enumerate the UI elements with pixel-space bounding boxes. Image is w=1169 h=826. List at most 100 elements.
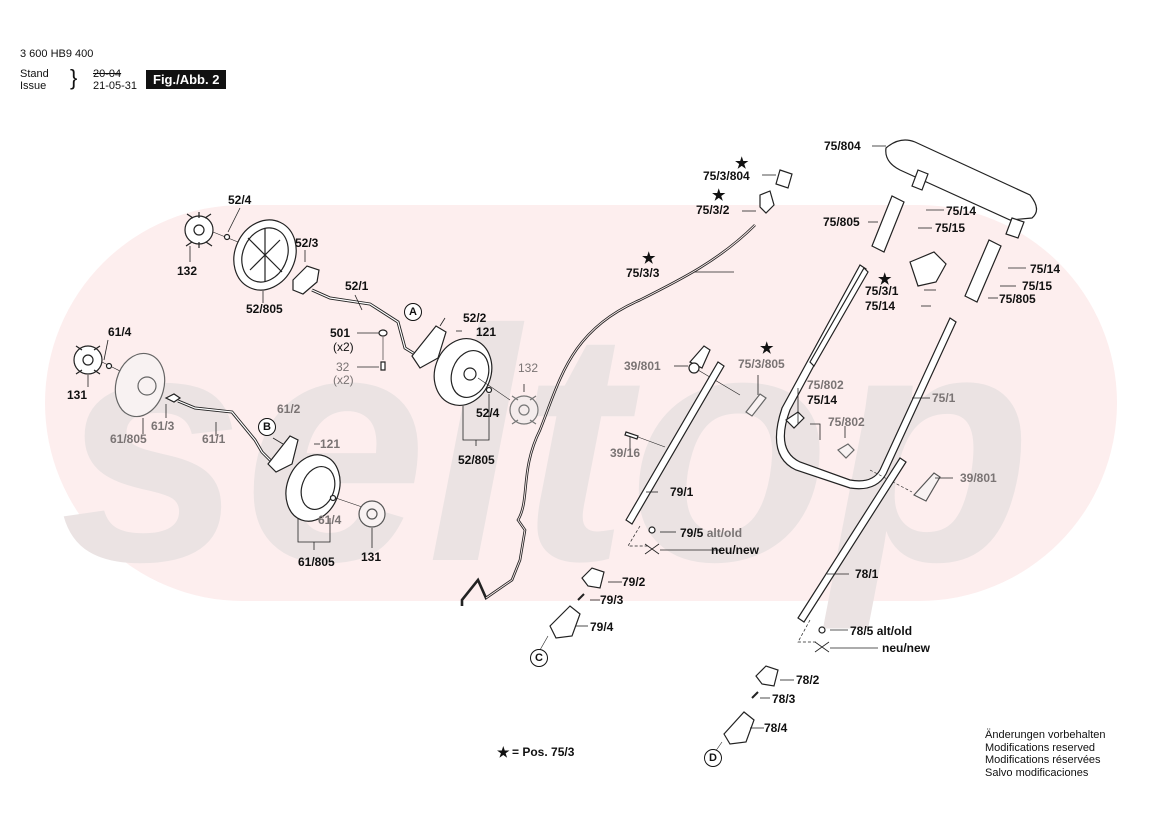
wheel-52-805-top — [233, 219, 297, 291]
label-79-4: 79/4 — [590, 620, 614, 634]
label-132-top: 132 — [177, 264, 198, 278]
part-75-3-1 — [909, 251, 947, 287]
label-39-801-left: 39/801 — [624, 359, 661, 373]
marker-a: A — [404, 303, 422, 321]
label-52-805-right: 52/805 — [458, 453, 495, 467]
label-501: 501 — [330, 326, 351, 340]
label-78-5-number: 78/5 — [850, 624, 874, 638]
label-75-15-a: 75/15 — [935, 221, 966, 235]
label-132-right: 132 — [518, 361, 539, 375]
star-icon: ★ — [712, 187, 726, 204]
label-61-4-left: 61/4 — [108, 325, 132, 339]
label-75-804: 75/804 — [824, 139, 861, 153]
tube-79-1 — [625, 361, 725, 525]
label-52-805-top: 52/805 — [246, 302, 283, 316]
label-75-14-b: 75/14 — [865, 299, 896, 313]
label-75-3-805: 75/3/805 — [738, 357, 785, 371]
label-61-3: 61/3 — [151, 419, 175, 433]
bracket-52-3 — [292, 265, 320, 295]
footnote-text: = Pos. 75/3 — [512, 745, 575, 759]
marker-b: B — [258, 418, 276, 436]
label-39-801-right: 39/801 — [960, 472, 997, 485]
star-icon: ★ — [760, 340, 774, 357]
label-61-1: 61/1 — [202, 432, 226, 446]
screw-32 — [380, 361, 386, 371]
label-79-3: 79/3 — [600, 593, 624, 607]
tube-78-1 — [797, 457, 907, 623]
brace-icon: } — [70, 65, 78, 90]
label-78-5: 78/5 alt/old — [850, 625, 912, 638]
label-75-3-1: 75/3/1 — [865, 284, 899, 298]
leader-lines — [87, 145, 1026, 729]
wheel-52-805-right — [433, 338, 493, 406]
pin-39-16 — [624, 431, 639, 440]
label-75-805-a: 75/805 — [823, 215, 860, 229]
label-78-3: 78/3 — [772, 692, 796, 706]
label-79-1: 79/1 — [670, 485, 694, 499]
axle-61-1 — [177, 399, 274, 464]
sleeve-75-805-b — [964, 239, 1002, 303]
label-79-5-number: 79/5 — [680, 526, 704, 540]
label-52-3: 52/3 — [295, 236, 319, 250]
handle-75-1 — [775, 264, 957, 490]
lever-39-801-right — [913, 472, 941, 502]
dashed-guide-78 — [797, 619, 818, 643]
axle-52-1 — [311, 288, 419, 358]
label-61-4-right: 61/4 — [318, 513, 342, 527]
figure-badge: Fig./Abb. 2 — [146, 70, 227, 89]
label-78-4: 78/4 — [764, 721, 788, 735]
label-61-805-right: 61/805 — [298, 555, 335, 569]
label-32: 32 — [336, 360, 350, 374]
part-61-3 — [164, 393, 182, 403]
dashed-guide-79 — [627, 525, 648, 547]
label-52-2: 52/2 — [463, 311, 487, 325]
hub-cap-131-left — [73, 345, 103, 375]
issue-date: 21-05-31 — [93, 80, 137, 92]
label-121-top: 121 — [476, 325, 497, 339]
part-number: 3 600 HB9 400 — [20, 48, 94, 60]
label-alt-old-2: alt/old — [876, 624, 913, 638]
label-75-805-b: 75/805 — [999, 292, 1036, 306]
washer-52-4 — [223, 233, 231, 241]
part-75-3-2 — [759, 190, 775, 214]
label-75-14-a: 75/14 — [946, 204, 977, 218]
sleeve-75-805-a — [871, 195, 905, 253]
disclaimer-es: Salvo modificaciones — [985, 766, 1089, 779]
disclaimer-en: Modifications reserved — [985, 741, 1096, 754]
disclaimer-fr: Modifications réservées — [985, 754, 1101, 766]
label-78-1: 78/1 — [855, 567, 879, 581]
label-121-bottom: 121 — [320, 437, 341, 451]
star-icon: ★ — [878, 271, 892, 288]
label-75-14-c: 75/14 — [1030, 262, 1061, 276]
label-75-3-2: 75/3/2 — [696, 203, 730, 217]
watermark-letters: seltop — [60, 261, 1032, 632]
hub-cap-132-top — [184, 212, 214, 248]
bracket-61-2 — [267, 435, 299, 473]
footnote-star-icon: ★ — [497, 744, 510, 760]
star-icon: ★ — [642, 250, 656, 267]
label-131-right: 131 — [361, 550, 382, 564]
clip-75-802-b — [837, 443, 855, 459]
label-32-qty: (x2) — [333, 373, 354, 387]
hub-cap-132-right — [509, 395, 539, 425]
wheel-61-805-left — [114, 352, 166, 418]
label-75-802-b: 75/802 — [828, 415, 865, 429]
label-75-1: 75/1 — [932, 391, 956, 405]
label-39-16: 39/16 — [610, 446, 641, 460]
part-78-2 — [755, 665, 779, 687]
part-75-3-804 — [775, 169, 793, 189]
label-131-left: 131 — [67, 388, 88, 402]
bracket-52-2 — [411, 325, 447, 369]
label-61-805-left: 61/805 — [110, 432, 147, 446]
label-75-15-b: 75/15 — [1022, 279, 1053, 293]
grip-79-4 — [549, 605, 581, 639]
label-52-4-right: 52/4 — [476, 406, 500, 420]
issue-label: Issue — [20, 80, 47, 92]
washer-501 — [378, 329, 388, 337]
label-neu-new-2: neu/new — [882, 641, 931, 655]
star-icon: ★ — [735, 155, 749, 172]
label-75-3-3: 75/3/3 — [626, 266, 660, 280]
label-79-5: 79/5 alt/old — [680, 527, 742, 540]
